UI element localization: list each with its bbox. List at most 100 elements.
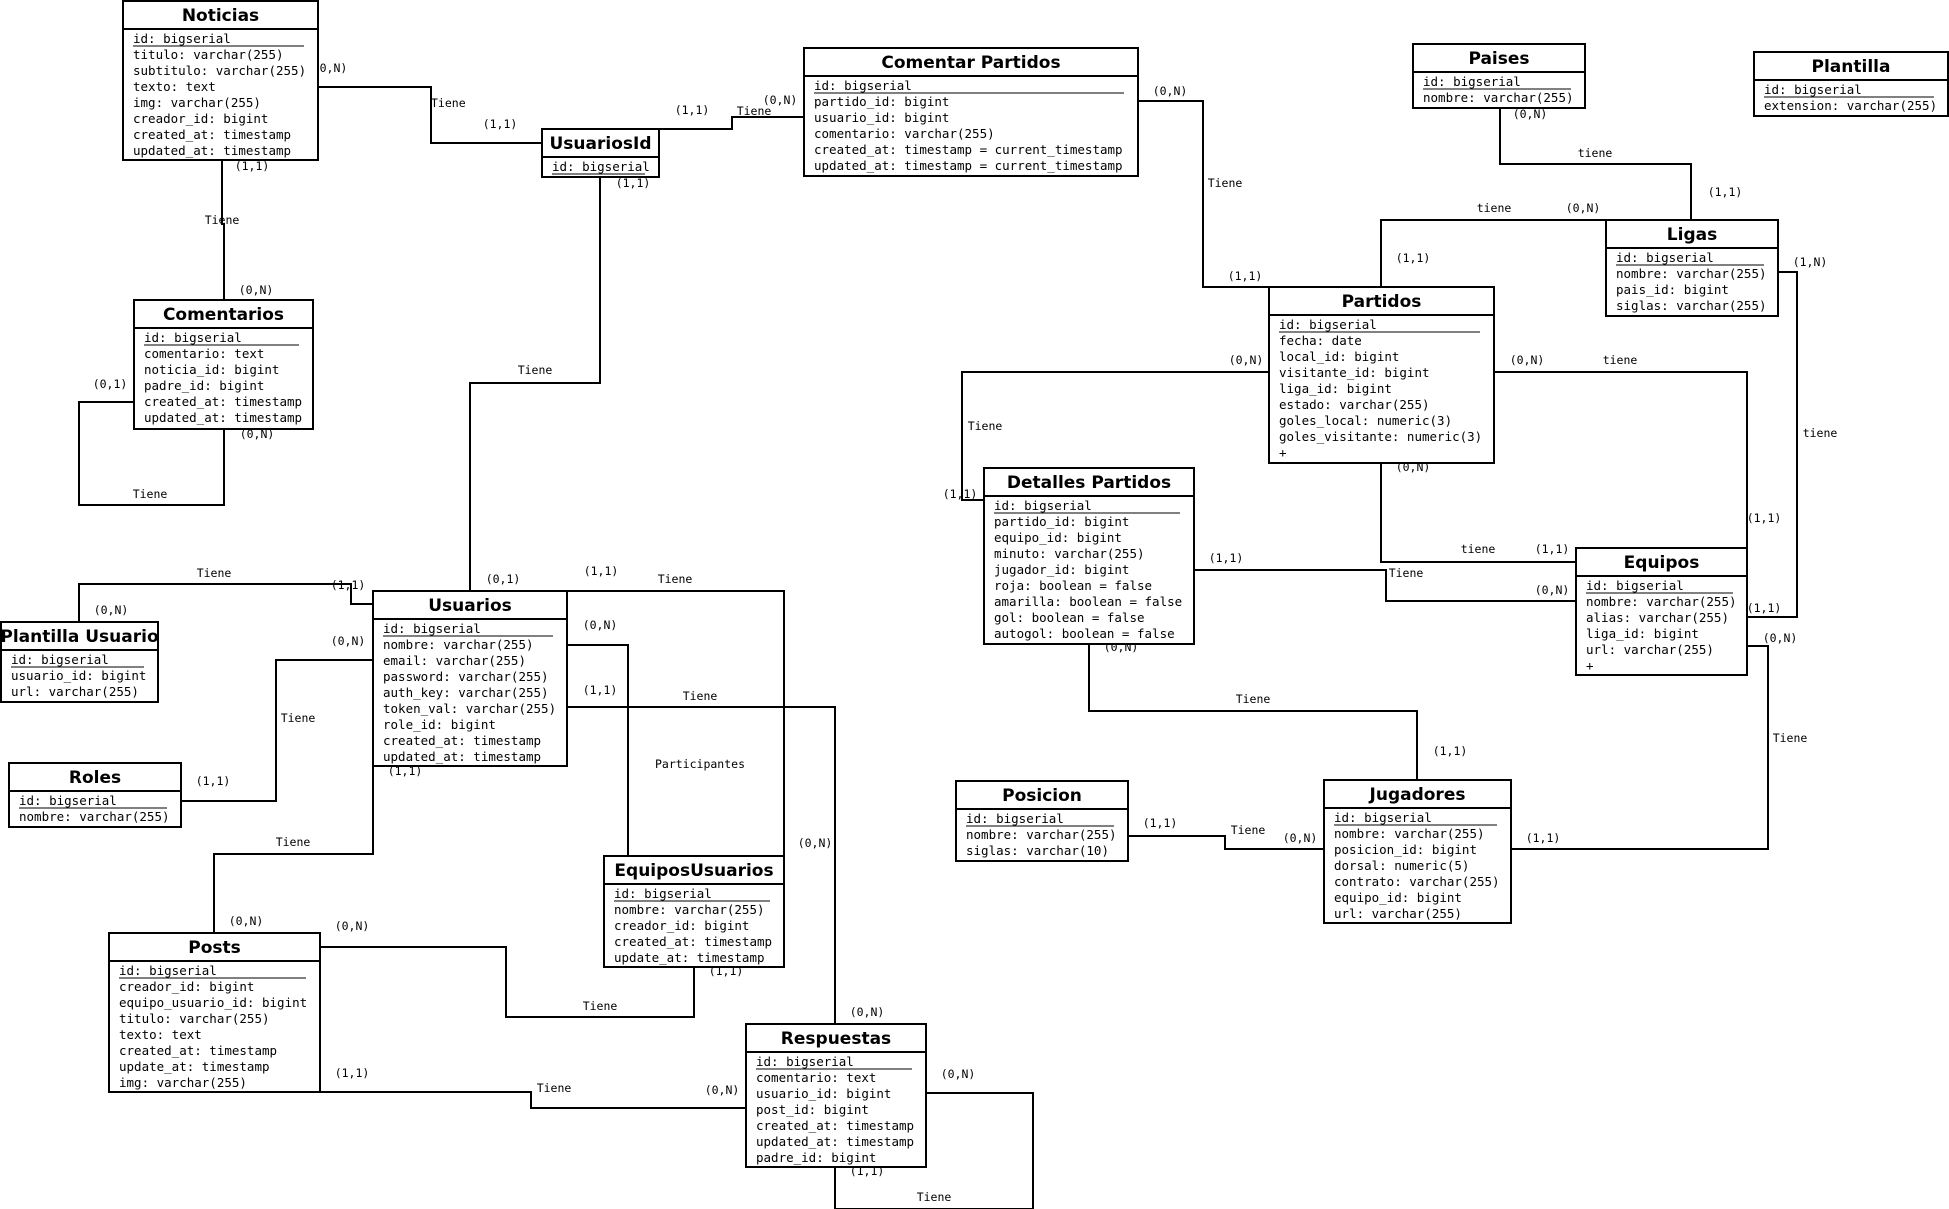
entity-field: nombre: varchar(255): [19, 809, 170, 824]
cardinality-from: (1,1): [616, 176, 651, 190]
entity-field: email: varchar(255): [383, 653, 526, 668]
cardinality-to: (1,1): [1747, 601, 1782, 615]
relationship-line: [1747, 271, 1798, 618]
relationship-label: Tiene: [968, 419, 1003, 433]
entity-field: noticia_id: bigint: [144, 362, 279, 377]
relationship-line: [659, 116, 804, 130]
relationship-label: tiene: [1603, 353, 1638, 367]
entity-field: goles_local: numeric(3): [1279, 413, 1452, 428]
entity-field: nombre: varchar(255): [966, 827, 1117, 842]
entity-box: [108, 932, 321, 1093]
entity-field: password: varchar(255): [383, 669, 549, 684]
entity-title: Ligas: [1667, 225, 1717, 245]
entity-title: Paises: [1468, 49, 1529, 69]
entity-field: img: varchar(255): [119, 1075, 247, 1090]
cardinality-from: (1,1): [196, 774, 231, 788]
cardinality-from: (1,1): [584, 564, 619, 578]
entity-box: [603, 855, 785, 968]
primary-key-field: id: bigserial: [144, 330, 242, 345]
entity-box: [8, 762, 182, 828]
cardinality-from: (1,1): [1209, 551, 1244, 565]
relationship-label: Tiene: [583, 999, 618, 1013]
cardinality-from: (1,1): [388, 764, 423, 778]
entity-field: creador_id: bigint: [614, 918, 749, 933]
entity-field: estado: varchar(255): [1279, 397, 1430, 412]
cardinality-to: (0,N): [239, 283, 274, 297]
primary-key-field: id: bigserial: [814, 78, 912, 93]
entity-box: [1575, 547, 1748, 676]
primary-key-field: id: bigserial: [614, 886, 712, 901]
primary-key-field: id: bigserial: [1279, 317, 1377, 332]
entity-title: UsuariosId: [550, 134, 652, 154]
relationship-line: [320, 946, 695, 1018]
cardinality-from: (1,1): [583, 683, 618, 697]
relationship-posicion-jugadores: Tiene(1,1)(0,N): [1128, 816, 1324, 850]
entity-box: [1323, 779, 1512, 924]
entity-field: nombre: varchar(255): [614, 902, 765, 917]
entity-field: +: [1279, 445, 1287, 460]
relationship-label: Tiene: [917, 1190, 952, 1204]
entity-title: Noticias: [182, 6, 259, 26]
entity-field: token_val: varchar(255): [383, 701, 556, 716]
entity-field: equipo_id: bigint: [994, 530, 1122, 545]
entity-title: Comentar Partidos: [881, 53, 1060, 73]
relationship-label: tiene: [1803, 426, 1838, 440]
cardinality-to: (1,1): [1526, 831, 1561, 845]
cardinality-from: (1,1): [335, 1066, 370, 1080]
entity-title: Roles: [69, 768, 121, 788]
cardinality-to: (1,1): [1535, 542, 1570, 556]
relationship-line: [1494, 371, 1748, 548]
entity-field: gol: boolean = false: [994, 610, 1145, 625]
entity-field: extension: varchar(255): [1764, 98, 1937, 113]
relationship-detalles-equipos: Tiene(1,1)(0,N): [1194, 551, 1576, 602]
entity-field: siglas: varchar(10): [966, 843, 1109, 858]
cardinality-to: (0,N): [240, 427, 275, 441]
primary-key-field: id: bigserial: [1334, 810, 1432, 825]
relationship-label: Tiene: [276, 835, 311, 849]
entity-field: amarilla: boolean = false: [994, 594, 1182, 609]
cardinality-from: (0,N): [1763, 631, 1798, 645]
entity-title: Jugadores: [1369, 785, 1466, 805]
relationship-usuariosid-usuarios: Tiene(1,1)(0,1): [469, 176, 651, 591]
entity-field: update_at: timestamp: [614, 950, 765, 965]
entity-field: texto: text: [119, 1027, 202, 1042]
entity-field: titulo: varchar(255): [133, 47, 284, 62]
entity-box: [1268, 286, 1495, 464]
cardinality-to: (0,N): [229, 914, 264, 928]
entity-box: [1753, 51, 1949, 117]
relationship-label: tiene: [1461, 542, 1496, 556]
entity-field: auth_key: varchar(255): [383, 685, 549, 700]
relationship-line: [1128, 835, 1324, 850]
entity-field: updated_at: timestamp: [756, 1134, 914, 1149]
entity-box: [745, 1023, 927, 1168]
entity-box: [955, 780, 1129, 862]
relationship-posts-respuestas: Tiene(1,1)(0,N): [320, 1066, 746, 1109]
relationship-usuarios-respuestas: Tiene(1,1)(0,N): [567, 683, 884, 1024]
primary-key-field: id: bigserial: [19, 793, 117, 808]
relationship-detalles-jugadores: Tiene(0,N)(1,1): [1088, 640, 1467, 780]
entity-field: nombre: varchar(255): [1616, 266, 1767, 281]
primary-key-field: id: bigserial: [1764, 82, 1862, 97]
entity-field: created_at: timestamp: [119, 1043, 277, 1058]
relationship-partidos-equipos-b: tiene(0,N)(1,1): [1380, 460, 1576, 563]
entity-field: pais_id: bigint: [1616, 282, 1729, 297]
relationship-label: Tiene: [1231, 823, 1266, 837]
